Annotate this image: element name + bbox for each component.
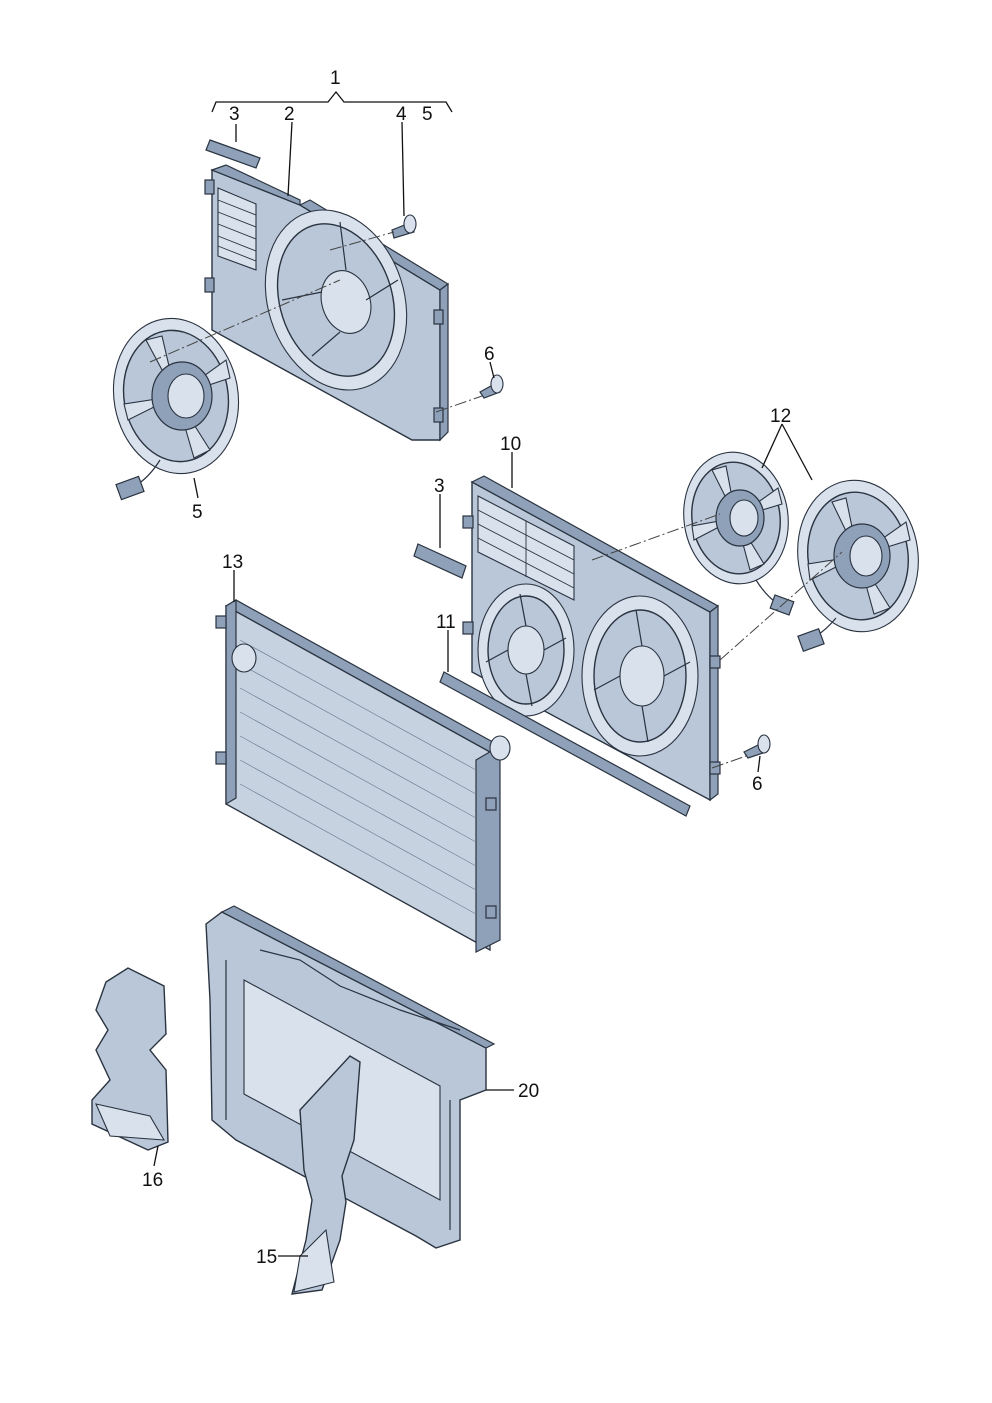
callout-10: 10 [500,434,521,455]
single-fan-shroud [204,164,450,442]
screw-6-top [479,374,504,399]
callout-6-top: 6 [484,344,495,365]
radiator-13 [215,598,511,953]
assembly-axis-lines [149,231,843,769]
shroud-louvers [217,187,257,271]
screw-4 [391,214,417,239]
callout-2: 2 [284,104,295,125]
callout-20: 20 [518,1081,539,1102]
seal-strip-11 [439,671,691,817]
twin-shroud-louvers [477,495,575,601]
callout-1: 1 [330,68,341,89]
callout-5-fan: 5 [192,502,203,523]
callout-13: 13 [222,552,243,573]
callout-6-bottom: 6 [752,774,763,795]
twin-fan-shroud [462,475,721,802]
fan-12-right [797,479,919,653]
callout-4: 4 [396,104,407,125]
callout-3-top: 3 [229,104,240,125]
air-guide-15 [291,1055,361,1295]
callout-12: 12 [770,406,791,427]
fan-12-left [683,451,795,616]
callout-5-top: 5 [422,104,433,125]
callout-labels: 1 3 2 4 5 6 5 10 3 12 13 11 6 20 16 15 [142,68,791,1268]
callout-11: 11 [436,612,456,633]
leader-lines [153,121,813,1257]
fan-5 [112,317,240,501]
screw-6-bottom [743,734,771,759]
radiator-fins [239,639,477,915]
assembly-bracket-1 [211,90,453,113]
callout-3-middle: 3 [434,476,445,497]
label-strip-middle [413,543,467,579]
callout-16: 16 [142,1170,163,1191]
callout-15: 15 [256,1247,277,1268]
air-guide-16 [91,967,169,1151]
label-strip-top [205,139,261,169]
